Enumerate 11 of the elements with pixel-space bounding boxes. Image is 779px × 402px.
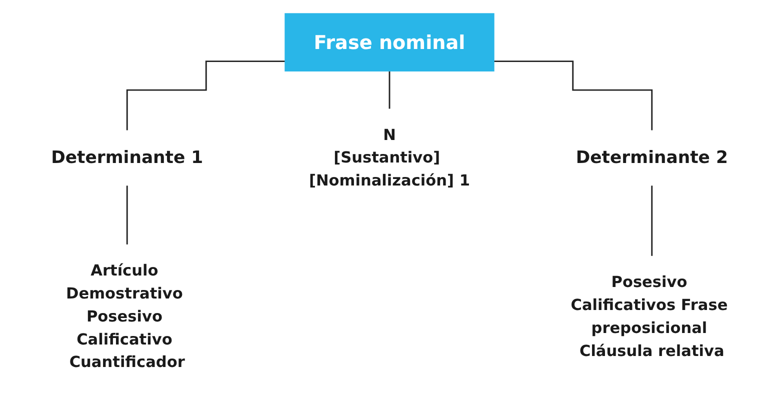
node-text: Determinante 1 [51,148,204,168]
connector [651,184,653,258]
node-text: Posesivo Calificativos Frase preposicional Cláusula relativa [570,272,728,360]
node-text: Determinante 2 [576,148,728,168]
node-text: Artículo Demostrativo Posesivo Calificativo Cuantificador [66,261,185,372]
node-text: N [Sustantivo] [Nominalización] 1 [308,126,470,190]
connector [126,60,286,132]
connector [388,70,390,110]
connector [494,60,653,132]
connector [126,184,128,246]
node-box: Frase nominal [284,13,494,72]
